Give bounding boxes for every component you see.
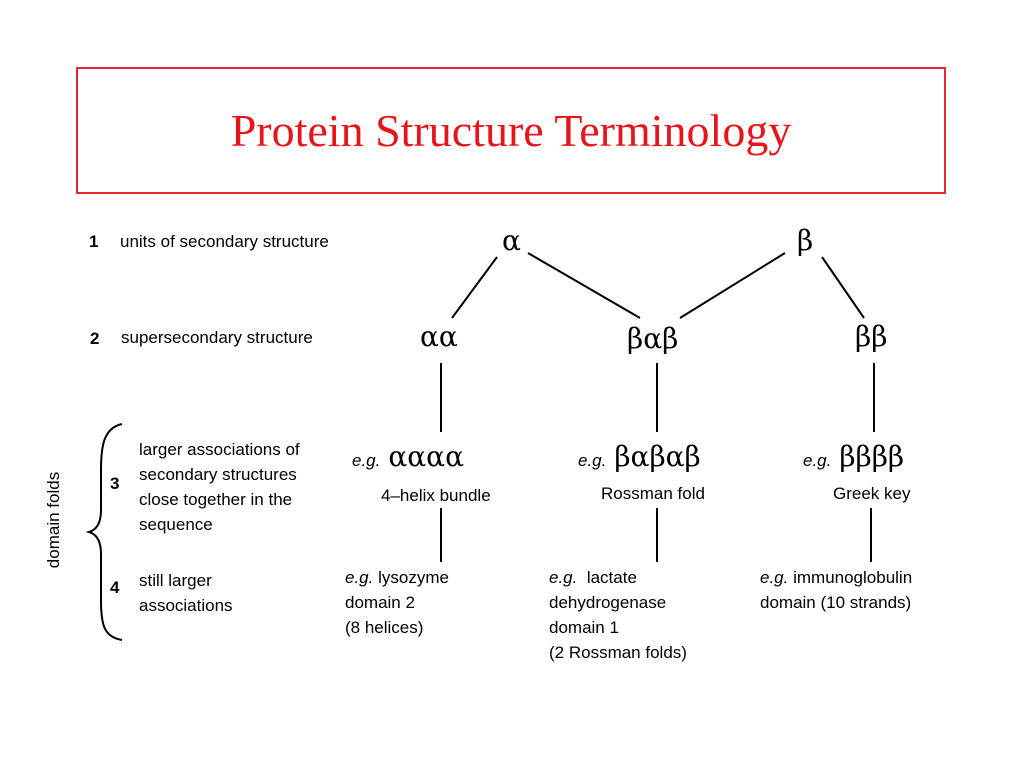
fold-1-name: 4–helix bundle xyxy=(381,486,491,505)
fold-3-row: e.g. ββββ xyxy=(803,440,904,473)
connector-beta-bab xyxy=(679,252,786,319)
fold-2-row: e.g. βαβαβ xyxy=(578,440,701,473)
fold-1-eg: e.g. xyxy=(352,451,381,470)
node-beta: β xyxy=(797,224,814,257)
fold-1-symbol: αααα xyxy=(388,440,464,473)
level-label-2: supersecondary structure xyxy=(121,328,313,347)
example-3: e.g. immunoglobulin domain (10 strands) xyxy=(760,568,913,612)
fold-2-symbol: βαβαβ xyxy=(614,440,701,473)
level-label-3: larger associations of secondary structu… xyxy=(139,440,300,534)
node-alpha-alpha: αα xyxy=(420,320,458,353)
node-beta-beta: ββ xyxy=(855,320,888,353)
level-number-3: 3 xyxy=(110,474,120,493)
level-label-4: still larger associations xyxy=(139,571,233,615)
fold-3-symbol: ββββ xyxy=(839,440,905,473)
example-1: e.g. lysozyme domain 2 (8 helices) xyxy=(345,568,449,637)
domain-folds-label: domain folds xyxy=(44,471,63,569)
fold-2-eg: e.g. xyxy=(578,451,607,470)
fold-1-row: e.g. αααα xyxy=(352,440,464,473)
title-box: Protein Structure Terminology xyxy=(76,67,946,194)
level-number-4: 4 xyxy=(110,578,120,597)
node-alpha: α xyxy=(502,224,521,257)
connector-alpha-bab xyxy=(527,252,641,319)
fold-3-eg: e.g. xyxy=(803,451,832,470)
domain-folds-brace xyxy=(85,423,123,641)
fold-3-name: Greek key xyxy=(833,484,911,503)
connector-alpha-aa xyxy=(451,256,498,319)
example-2: e.g. lactate dehydrogenase domain 1 (2 R… xyxy=(549,568,687,662)
node-beta-alpha-beta: βαβ xyxy=(627,322,679,355)
level-label-1: units of secondary structure xyxy=(120,232,329,251)
fold-2-name: Rossman fold xyxy=(601,484,705,503)
level-number-2: 2 xyxy=(90,329,100,348)
page-title: Protein Structure Terminology xyxy=(230,105,792,156)
connector-beta-bb xyxy=(821,256,865,319)
level-number-1: 1 xyxy=(89,232,99,251)
